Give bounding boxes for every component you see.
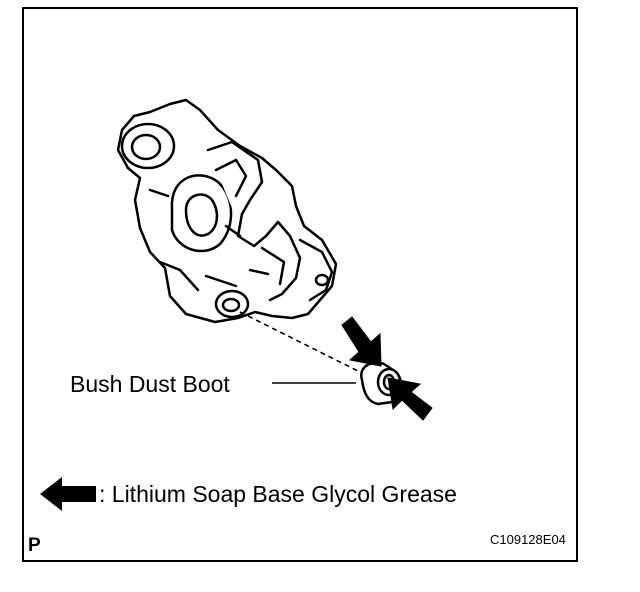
alignment-dashed-line [239,311,361,373]
arrow-left-icon [40,477,96,511]
grease-arrow-top [341,316,382,367]
figure-frame [22,7,578,562]
caliper-body [116,98,338,324]
legend-text: : Lithium Soap Base Glycol Grease [99,481,457,507]
figure-code: C109128E04 [490,532,566,547]
grease-arrow-right [387,377,433,421]
corner-letter: P [28,535,41,556]
bush-dust-boot-label: Bush Dust Boot [70,371,230,397]
